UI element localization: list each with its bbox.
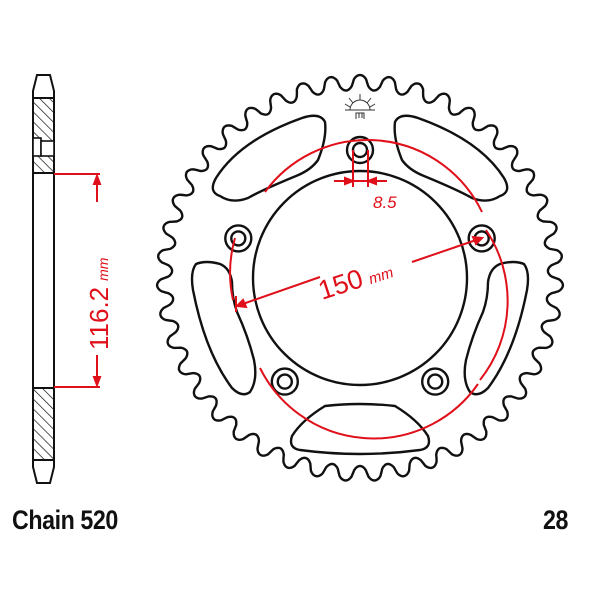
teeth-outline xyxy=(155,73,565,482)
window-right xyxy=(463,260,530,396)
window-left xyxy=(190,260,257,396)
bolt-hole-inner xyxy=(351,141,369,159)
bolt-hole-value: 8.5 xyxy=(373,193,397,212)
bolt-circle-value: 150mm xyxy=(315,254,397,306)
bolt-hole-inner xyxy=(276,373,293,390)
center-bore-dimension xyxy=(54,173,102,388)
bolt-hole-inner xyxy=(230,230,247,247)
bolt-holes xyxy=(224,135,496,396)
bolt-hole-inner xyxy=(427,373,444,390)
side-hub xyxy=(32,172,55,389)
center-bore-value: 116.2mm xyxy=(84,257,114,350)
side-top-tip xyxy=(32,74,55,99)
side-bottom-hatch xyxy=(32,387,55,461)
bolt-hole-outer xyxy=(224,224,253,253)
window-top-left xyxy=(211,114,327,202)
side-key-notch xyxy=(40,140,55,157)
teeth-count-label: 28 xyxy=(543,505,568,535)
side-keyway xyxy=(32,137,42,157)
window-bottom xyxy=(289,402,431,456)
side-bottom-tip xyxy=(32,459,55,484)
side-profile xyxy=(32,74,55,484)
sprocket-front xyxy=(155,73,565,482)
hub-bore xyxy=(251,169,469,387)
bolt-hole-dimension xyxy=(334,150,387,187)
side-top-hatch xyxy=(32,97,55,174)
chain-size-label: Chain 520 xyxy=(12,505,118,535)
bolt-hole-outer xyxy=(270,367,299,396)
window-top-right xyxy=(393,114,509,202)
bolt-hole-outer xyxy=(345,135,375,165)
sun-logo-icon xyxy=(344,94,376,119)
bolt-circle-dimension xyxy=(229,138,509,440)
bolt-hole-outer xyxy=(421,367,450,396)
bolt-hole-outer xyxy=(467,224,496,253)
